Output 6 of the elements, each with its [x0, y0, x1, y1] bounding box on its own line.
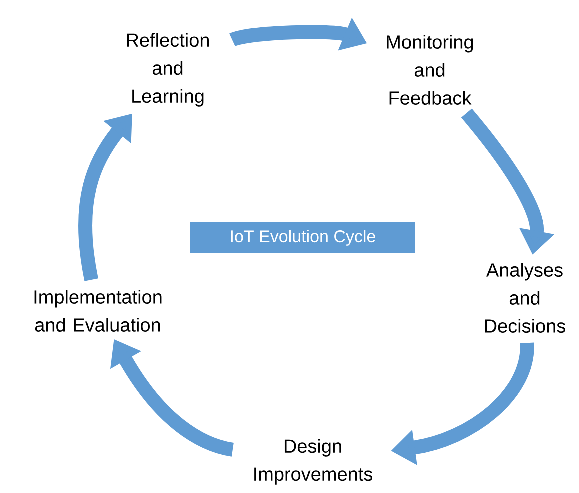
stage-label: Analyses and Decisions: [485, 263, 566, 333]
stage-label: Implementation and Evaluation: [34, 290, 162, 332]
stage-label: Monitoring and Feedback: [387, 35, 474, 105]
stage-label: Design Improvements: [254, 439, 372, 485]
stage-label: Reflection and Learning: [127, 33, 209, 107]
title-box: IoT Evolution Cycle: [190, 222, 416, 254]
